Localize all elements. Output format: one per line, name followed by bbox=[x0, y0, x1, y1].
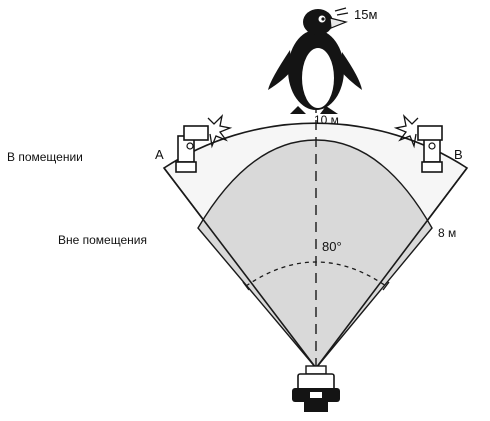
angle-label: 80° bbox=[322, 239, 342, 254]
indoor-distance-label: 10 м bbox=[314, 113, 339, 127]
angle-arc-tick-left bbox=[242, 281, 250, 291]
outdoor-distance-label: 8 м bbox=[438, 226, 457, 240]
outdoor-caption: Вне помещения bbox=[58, 233, 147, 247]
camera-icon bbox=[292, 365, 340, 412]
angle-arc bbox=[245, 261, 387, 287]
outer-distance-label: 15м bbox=[354, 7, 378, 22]
flash-unit-right-icon bbox=[393, 114, 443, 173]
flash-unit-left-icon bbox=[175, 114, 233, 173]
flash-b-label: B bbox=[454, 147, 463, 162]
indoor-caption: В помещении bbox=[7, 150, 83, 164]
left-ray bbox=[163, 167, 317, 369]
penguin-icon bbox=[268, 7, 362, 114]
angle-arc-tick-right bbox=[382, 281, 390, 291]
right-ray bbox=[315, 167, 468, 369]
flash-a-label: A bbox=[155, 147, 164, 162]
